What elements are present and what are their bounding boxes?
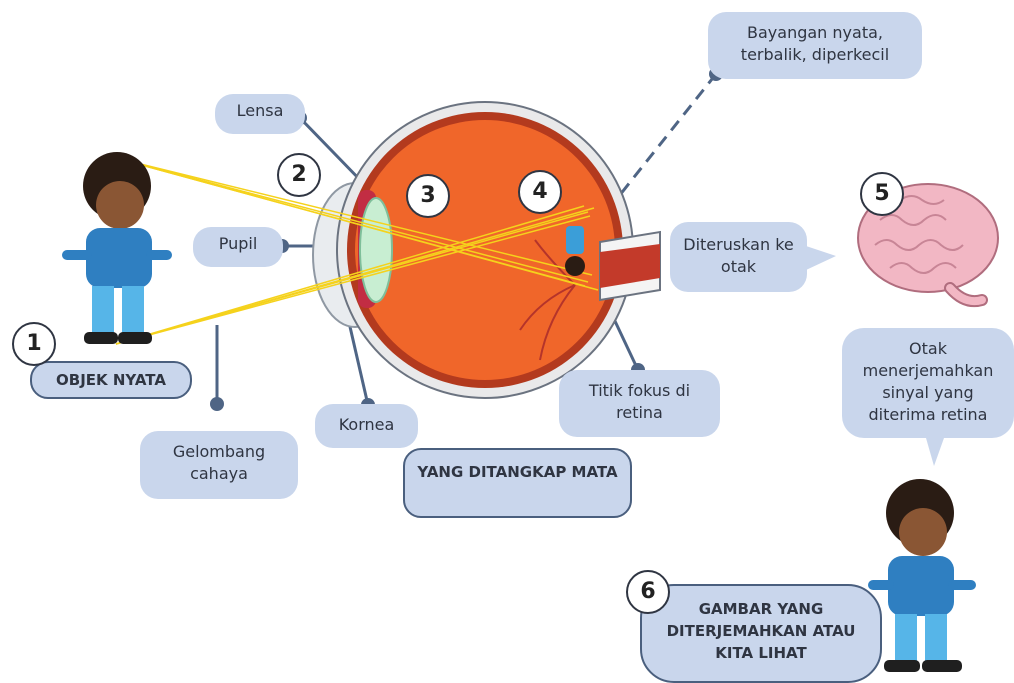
label-diteruskan-text: Diteruskan ke otak [683, 235, 794, 276]
number-badge-3: 3 [406, 174, 450, 218]
label-titik-fokus-text: Titik fokus di retina [589, 381, 690, 422]
eye-cross-section-icon [313, 102, 660, 398]
label-bayangan-text: Bayangan nyata, terbalik, diperkecil [741, 23, 889, 64]
inverted-image-icon [565, 226, 585, 276]
label-pupil-text: Pupil [219, 234, 258, 253]
label-gambar-text: GAMBAR YANG DITERJEMAHKAN ATAU KITA LIHA… [667, 600, 856, 662]
label-gelombang-text: Gelombang cahaya [173, 442, 265, 483]
number-badge-6: 6 [626, 570, 670, 614]
label-yang-ditangkap-mata: YANG DITANGKAP MATA [403, 448, 632, 518]
label-objek-text: OBJEK NYATA [56, 371, 166, 389]
bubble-tail [806, 246, 836, 270]
bubble-tail [926, 438, 944, 466]
label-diteruskan: Diteruskan ke otak [670, 222, 807, 292]
label-ditangkap-text: YANG DITANGKAP MATA [417, 463, 617, 481]
label-otak-menerjemahkan: Otak menerjemahkan sinyal yang diterima … [842, 328, 1014, 438]
label-objek-nyata: OBJEK NYATA [30, 361, 192, 399]
label-kornea-text: Kornea [339, 415, 395, 434]
number-badge-5: 5 [860, 172, 904, 216]
label-lensa-text: Lensa [237, 101, 284, 120]
boy-figure-icon [868, 479, 976, 672]
label-otak-text: Otak menerjemahkan sinyal yang diterima … [863, 339, 994, 424]
label-gambar-diterjemahkan: GAMBAR YANG DITERJEMAHKAN ATAU KITA LIHA… [640, 584, 882, 683]
label-kornea: Kornea [315, 404, 418, 448]
label-titik-fokus: Titik fokus di retina [559, 370, 720, 437]
number-badge-4: 4 [518, 170, 562, 214]
label-gelombang-cahaya: Gelombang cahaya [140, 431, 298, 499]
label-pupil: Pupil [193, 227, 283, 267]
number-badge-1: 1 [12, 322, 56, 366]
label-lensa: Lensa [215, 94, 305, 134]
boy-figure-icon [62, 152, 172, 344]
label-bayangan: Bayangan nyata, terbalik, diperkecil [708, 12, 922, 79]
number-badge-2: 2 [277, 153, 321, 197]
